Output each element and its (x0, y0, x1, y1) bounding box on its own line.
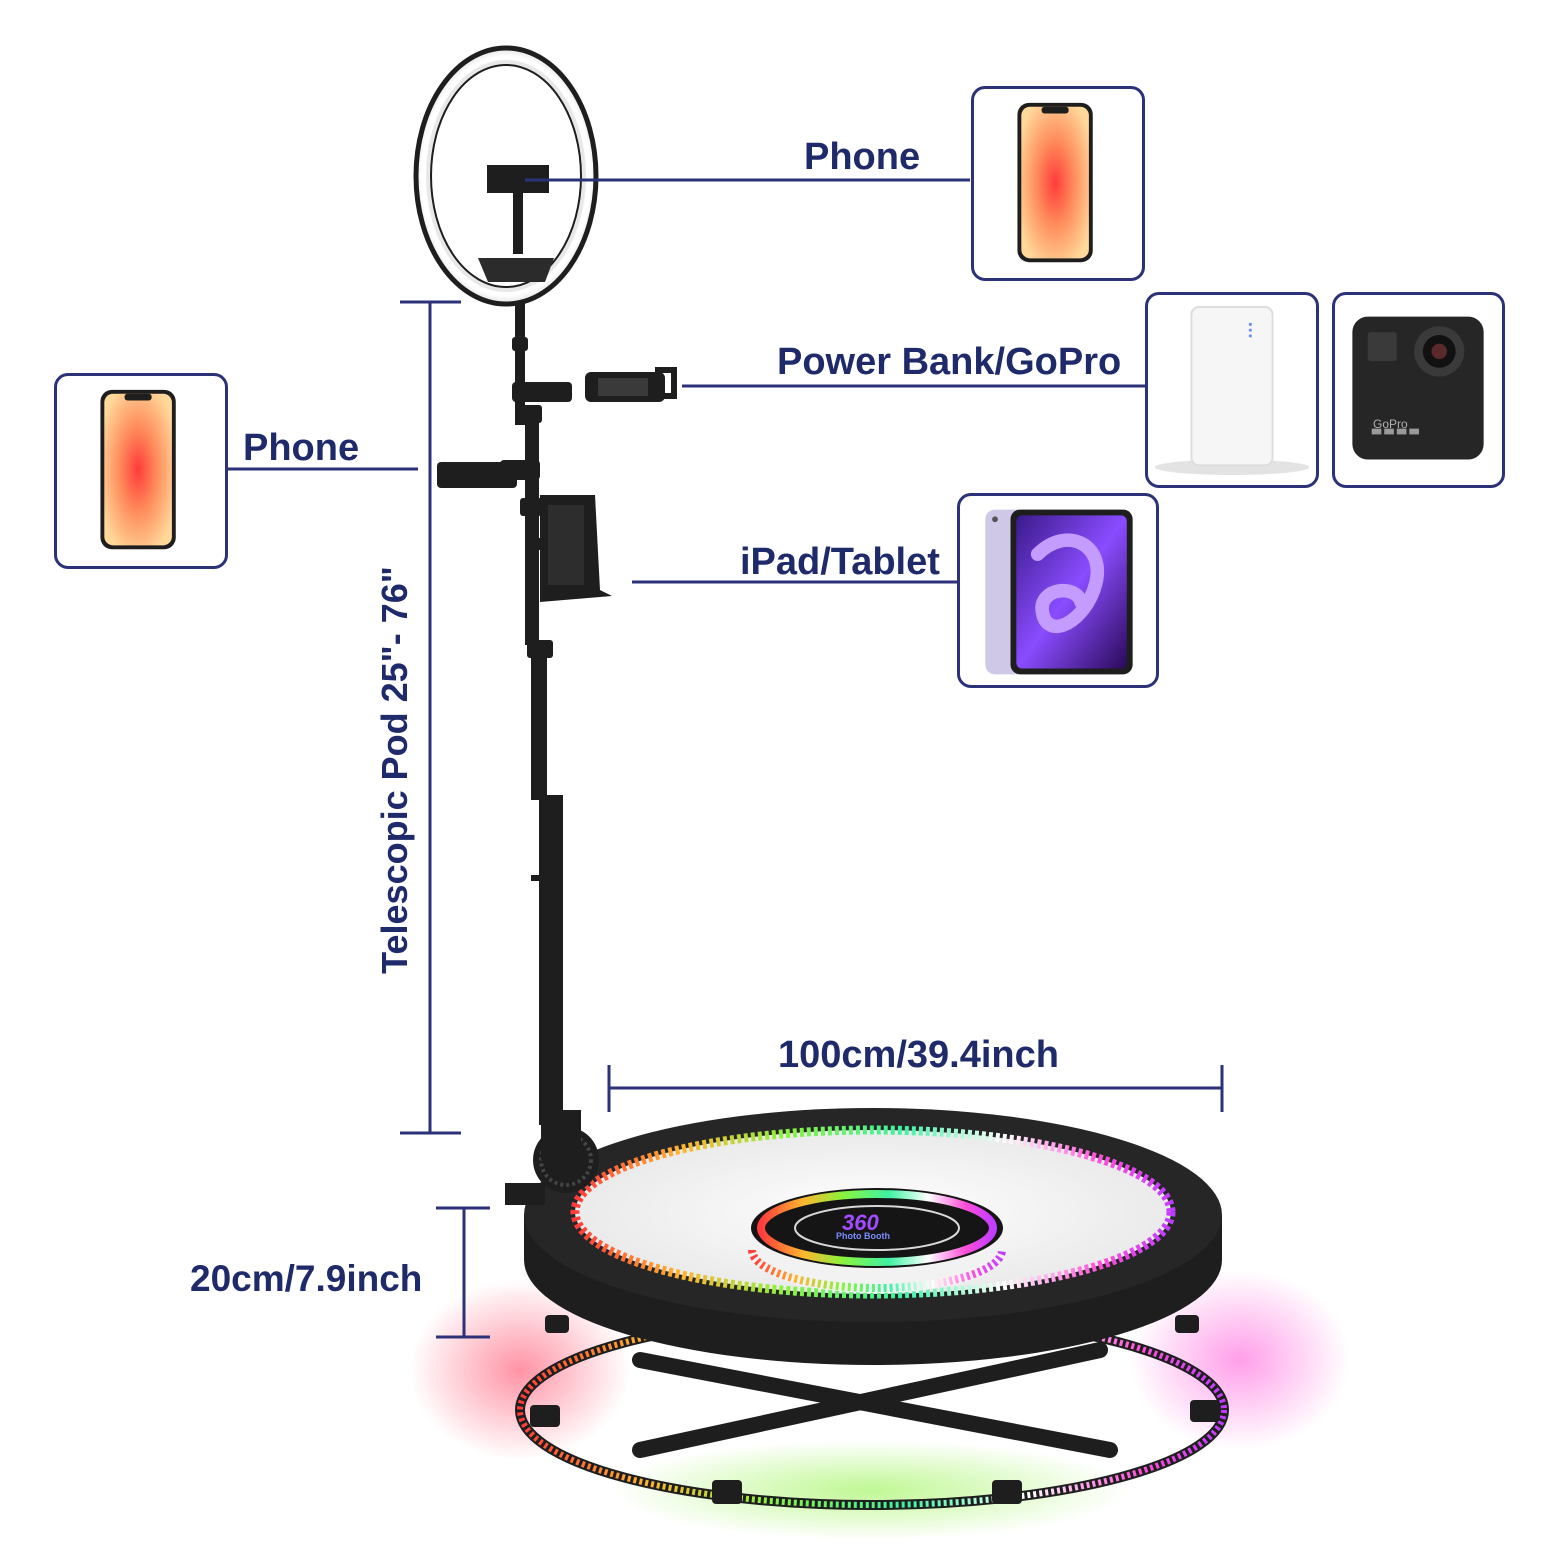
ipad-card (957, 493, 1159, 688)
dimension-platform-diameter: 100cm/39.4inch (778, 1034, 1059, 1076)
platform-logo: 360 (842, 1210, 879, 1235)
phone-icon (1017, 102, 1093, 263)
power-bank-icon (1154, 306, 1310, 475)
phone-card-top (971, 86, 1145, 281)
gopro-brand-label: GoPro (1373, 417, 1408, 431)
callout-ipad-tablet: iPad/Tablet (740, 541, 940, 583)
tablet-icon (985, 509, 1133, 675)
dimension-telescopic-pod: Telescopic Pod 25"- 76" (374, 566, 415, 974)
phone-icon (100, 389, 176, 550)
power-bank-card (1145, 292, 1319, 488)
callout-phone-top: Phone (804, 136, 921, 178)
callout-power-bank-gopro: Power Bank/GoPro (777, 341, 1122, 383)
gopro-camera-icon (1352, 316, 1484, 460)
platform-subtitle: Photo Booth (836, 1231, 890, 1241)
callout-phone-left: Phone (243, 427, 360, 469)
gopro-card: GoPro (1332, 292, 1505, 488)
dimension-platform-height: 20cm/7.9inch (190, 1258, 423, 1299)
phone-card-left (54, 373, 228, 569)
